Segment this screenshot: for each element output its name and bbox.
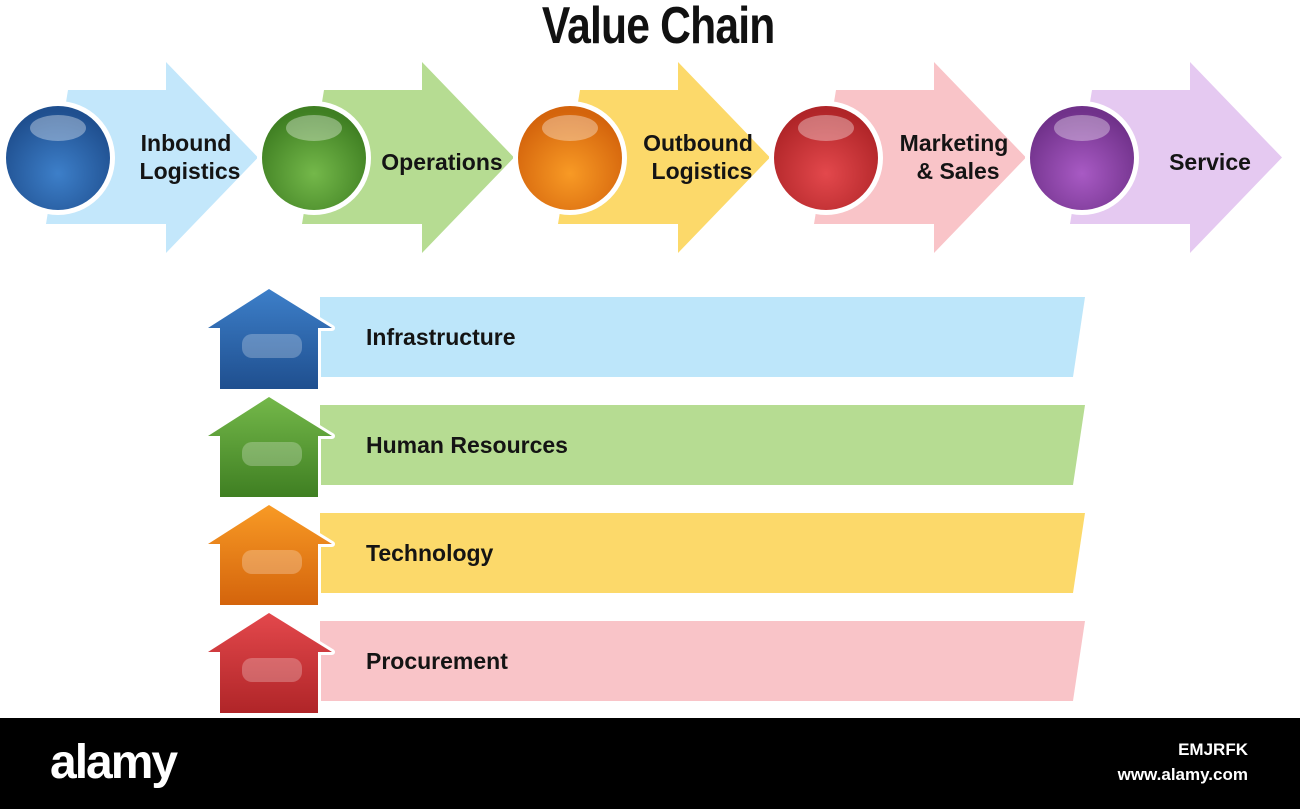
arrow-highlight <box>242 550 302 574</box>
glossy-ball-icon <box>518 106 622 210</box>
ball-highlight <box>1054 115 1110 141</box>
process-arrow <box>558 62 770 253</box>
support-activity-4: Procurement <box>205 610 1085 716</box>
process-arrow <box>1070 62 1282 253</box>
support-activity-label: Technology <box>366 540 494 566</box>
primary-activity-4: Marketing& Sales <box>769 62 1026 253</box>
support-bar <box>320 405 1085 485</box>
footer-bar: alamy EMJRFK www.alamy.com <box>0 718 1300 809</box>
primary-activity-label: Operations <box>381 149 502 175</box>
glossy-ball-icon <box>6 106 110 210</box>
ball-highlight <box>30 115 86 141</box>
primary-activity-2: Operations <box>257 62 514 253</box>
ball-highlight <box>798 115 854 141</box>
glossy-ball-icon <box>774 106 878 210</box>
up-arrow-icon <box>208 289 332 389</box>
diagram-title: Value Chain <box>541 0 776 55</box>
support-activity-1: Infrastructure <box>205 286 1085 392</box>
support-activity-2: Human Resources <box>205 394 1085 500</box>
arrow-highlight <box>242 334 302 358</box>
arrow-highlight <box>242 442 302 466</box>
support-activity-label: Human Resources <box>366 432 568 458</box>
process-arrow <box>46 62 258 253</box>
support-activity-label: Procurement <box>366 648 508 674</box>
support-bar <box>320 621 1085 701</box>
up-arrow-icon <box>208 613 332 713</box>
support-bar <box>320 513 1085 593</box>
image-id: EMJRFK <box>1178 740 1248 759</box>
up-arrow-icon <box>208 505 332 605</box>
arrow-highlight <box>242 658 302 682</box>
brand-logo: alamy <box>50 736 178 789</box>
support-bar <box>320 297 1085 377</box>
support-activity-3: Technology <box>205 502 1085 608</box>
primary-activity-label: Service <box>1169 149 1251 175</box>
process-arrow <box>814 62 1026 253</box>
ball-highlight <box>286 115 342 141</box>
up-arrow-icon <box>208 397 332 497</box>
support-activity-label: Infrastructure <box>366 324 516 350</box>
glossy-ball-icon <box>1030 106 1134 210</box>
glossy-ball-icon <box>262 106 366 210</box>
primary-activity-label: Marketing& Sales <box>900 130 1009 184</box>
process-arrow <box>302 62 514 253</box>
primary-activity-5: Service <box>1025 62 1282 253</box>
site-url: www.alamy.com <box>1117 765 1248 784</box>
ball-highlight <box>542 115 598 141</box>
